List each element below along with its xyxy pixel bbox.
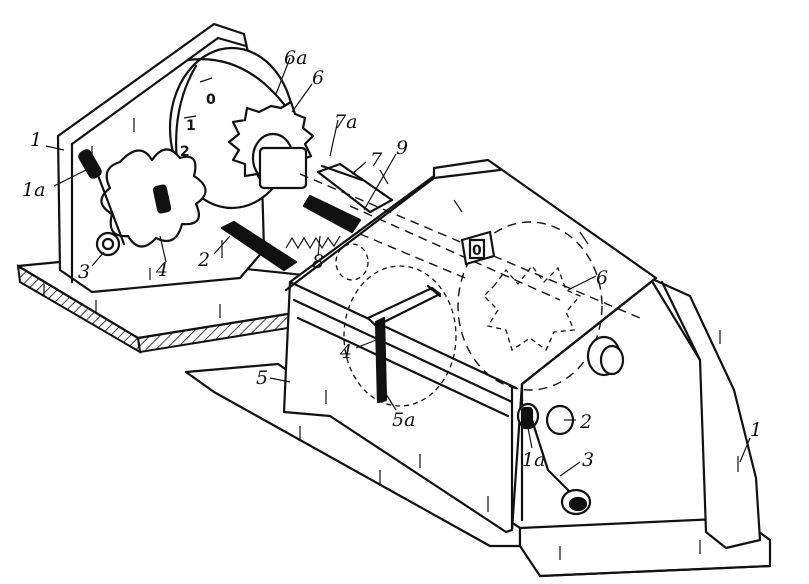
knob-end	[586, 335, 625, 377]
star-wheel-4	[100, 148, 207, 248]
counter-window: 0	[460, 230, 496, 266]
shaft-2-left	[220, 220, 298, 272]
label-1-right: 1	[750, 419, 762, 441]
right-side-frame-1	[648, 276, 762, 550]
drum-digit-0: 0	[206, 92, 216, 108]
left-shaft-1a	[78, 149, 126, 257]
label-5: 5	[256, 367, 268, 389]
reference-labels: 1 1a 3 4 2 6a 6 7a 7 9 8 6 4 5 5a 1a 2 3…	[22, 47, 762, 471]
leader-lines	[45, 57, 751, 477]
window-digit: 0	[472, 243, 482, 259]
drum-digit-1: 1	[186, 118, 196, 134]
label-1a-left: 1a	[22, 179, 45, 201]
spring-8	[285, 235, 341, 250]
label-8: 8	[312, 251, 324, 273]
ratchet-gear-6	[227, 100, 315, 190]
label-6-right: 6	[596, 267, 608, 289]
label-6-top: 6	[312, 67, 324, 89]
label-2-right: 2	[579, 411, 592, 433]
label-3-left: 3	[78, 261, 90, 283]
label-2-left: 2	[197, 249, 210, 271]
crank-3-right	[516, 402, 592, 516]
label-1-left: 1	[30, 129, 42, 151]
label-4-mid: 4	[339, 341, 352, 363]
label-9: 9	[396, 137, 408, 159]
label-4-left: 4	[155, 259, 168, 281]
label-5a: 5a	[392, 409, 415, 431]
drum-digit-2: 2	[180, 144, 190, 160]
label-6a: 6a	[284, 47, 307, 69]
label-1a-right: 1a	[522, 449, 545, 471]
pawl-lever-7	[302, 162, 394, 234]
label-7a: 7a	[334, 111, 357, 133]
housing-5	[282, 158, 658, 534]
lever-4-right	[366, 284, 442, 404]
label-7: 7	[370, 149, 383, 171]
label-3-right: 3	[582, 449, 594, 471]
